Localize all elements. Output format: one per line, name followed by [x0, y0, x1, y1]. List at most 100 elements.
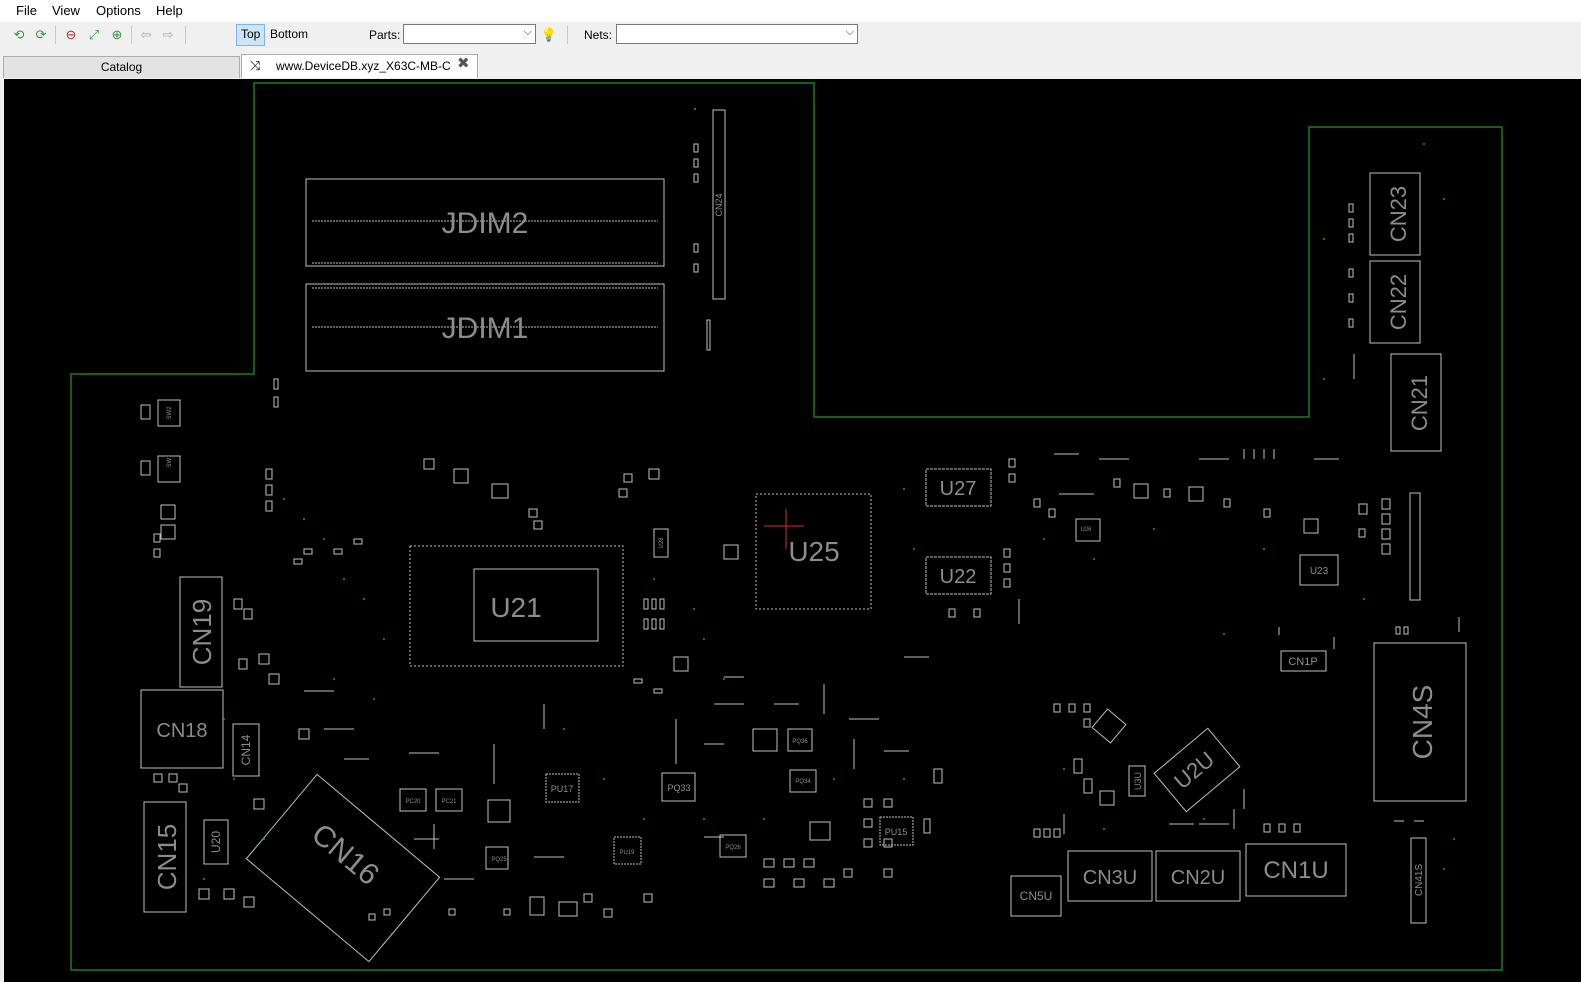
jdim1-slot[interactable] [305, 283, 665, 372]
cn16-label: CN16 [305, 817, 385, 892]
menu-options[interactable]: Options [96, 3, 141, 18]
fit-icon[interactable]: ⤢ [88, 27, 100, 42]
cn14-label: CN14 [239, 734, 253, 765]
cn2u-label: CN2U [1171, 867, 1225, 889]
u23-label: U23 [1310, 566, 1329, 577]
cn24-label: CN24 [714, 193, 724, 216]
cn22-label: CN22 [1386, 274, 1411, 330]
parts-combobox[interactable]: ⌵ [403, 24, 536, 44]
toolbar-separator [567, 26, 568, 44]
u20-chip[interactable] [203, 819, 229, 865]
toolbar-separator [185, 26, 186, 44]
bottom-side-toggle[interactable]: Bottom [270, 27, 309, 41]
cn18-connector[interactable] [140, 689, 224, 769]
cn14-connector[interactable] [232, 723, 260, 777]
cn5u-label: CN5U [1020, 889, 1053, 903]
cn5u-connector[interactable] [1010, 875, 1062, 917]
board-canvas[interactable]: JDIM2 JDIM1 CN24 CN23 CN22 CN21 U27 U22 … [4, 79, 1581, 982]
jdim1-label: JDIM1 [442, 312, 529, 345]
zoom-out-icon[interactable]: ⊖ [65, 27, 77, 42]
u26-label: U26 [1080, 527, 1092, 533]
cn1u-connector[interactable] [1245, 843, 1347, 897]
cn4s-label: CN4S [1407, 685, 1438, 760]
menu-file[interactable]: File [16, 3, 37, 18]
chevron-down-icon: ⌵ [523, 26, 532, 38]
cn22-connector[interactable] [1369, 260, 1421, 344]
sw1-label: SW1 [167, 454, 173, 468]
pq36-label: PQ36 [792, 739, 808, 745]
u25-chip[interactable] [755, 493, 872, 610]
pq26-label: PQ26 [725, 845, 741, 851]
pc20-label: PC20 [405, 799, 421, 805]
test-points [203, 143, 1455, 880]
cn3u-label: CN3U [1083, 867, 1137, 889]
cn15-connector[interactable] [143, 801, 187, 913]
u2u-label: U2U [1169, 747, 1219, 794]
pu17-chip[interactable] [545, 773, 580, 803]
u25-label: U25 [788, 536, 839, 567]
board-outline [70, 82, 1503, 971]
u21-cpu[interactable] [409, 545, 624, 667]
toolbar-separator [131, 26, 132, 44]
cn1p-label: CN1P [1288, 656, 1317, 668]
pu15-label: PU15 [885, 827, 908, 837]
cn24-connector[interactable] [712, 109, 726, 300]
parts-label: Parts: [369, 28, 401, 42]
tab-catalog-label: Catalog [100, 60, 143, 74]
u22-chip[interactable] [925, 556, 992, 595]
nets-combobox[interactable]: ⌵ [616, 24, 858, 44]
cn16-connector[interactable] [245, 773, 441, 963]
pu15-chip[interactable] [879, 816, 914, 846]
u28-label: U28 [659, 537, 665, 549]
pu19-chip[interactable] [613, 836, 642, 865]
board-view[interactable]: JDIM2 JDIM1 CN24 CN23 CN22 CN21 U27 U22 … [4, 79, 1581, 982]
cn3u-connector[interactable] [1067, 850, 1153, 902]
pq33-label: PQ33 [667, 783, 690, 793]
small-components [153, 108, 1460, 921]
reload-icon[interactable]: ⟳ [35, 27, 47, 42]
top-side-toggle[interactable]: Top [236, 24, 266, 46]
toolbar: ⟲ ⟳ ⊖ ⤢ ⊕ ⇦ ⇨ Top Bottom Parts: ⌵ 💡 Nets… [0, 22, 1581, 48]
pu17-label: PU17 [551, 784, 574, 794]
tab-board-file[interactable]: ⤨ www.DeviceDB.xyz_X63C-MB-C ✖ [241, 54, 478, 78]
jdim2-slot[interactable] [305, 178, 665, 267]
cn19-label: CN19 [187, 599, 217, 665]
close-icon[interactable]: ✖ [457, 55, 470, 72]
back-arrow-icon[interactable]: ⇦ [140, 27, 152, 42]
zoom-in-icon[interactable]: ⊕ [111, 27, 123, 42]
jdim2-label: JDIM2 [442, 207, 529, 240]
cn41s-connector[interactable] [1410, 837, 1427, 924]
u27-label: U27 [940, 478, 977, 500]
sw2-switch[interactable] [157, 399, 181, 427]
u21-label: U21 [490, 592, 541, 623]
cn2u-connector[interactable] [1155, 850, 1241, 902]
pq33-chip[interactable] [661, 772, 696, 802]
cn41s-label: CN41S [1414, 864, 1425, 897]
bulb-icon[interactable]: 💡 [540, 27, 558, 42]
nets-label: Nets: [584, 28, 613, 42]
u3u-chip[interactable] [1128, 765, 1146, 797]
tab-catalog[interactable]: Catalog [3, 56, 240, 78]
cn4s-connector[interactable] [1373, 642, 1467, 802]
u22-label: U22 [940, 566, 977, 588]
cn23-connector[interactable] [1369, 172, 1421, 256]
chevron-down-icon: ⌵ [845, 26, 854, 38]
sw2-label: SW2 [167, 406, 173, 420]
menu-help[interactable]: Help [156, 3, 183, 18]
u3u-label: U3U [1133, 772, 1143, 790]
cn18-label: CN18 [156, 720, 207, 742]
u27-chip[interactable] [925, 468, 992, 507]
pc21-label: PC21 [441, 799, 457, 805]
sw1-switch[interactable] [157, 455, 181, 483]
tab-board-file-label: www.DeviceDB.xyz_X63C-MB-C [276, 59, 451, 73]
u2u-chip[interactable] [1153, 727, 1241, 813]
menu-view[interactable]: View [52, 3, 80, 18]
refresh-icon[interactable]: ⟲ [13, 27, 25, 42]
shuffle-icon: ⤨ [250, 58, 261, 73]
cn19-connector[interactable] [179, 576, 223, 688]
forward-arrow-icon[interactable]: ⇨ [162, 27, 174, 42]
cn15-label: CN15 [152, 824, 182, 890]
cn21-connector[interactable] [1390, 353, 1442, 452]
cn1p-connector[interactable] [1280, 650, 1327, 672]
cursor-crosshair [764, 509, 804, 549]
